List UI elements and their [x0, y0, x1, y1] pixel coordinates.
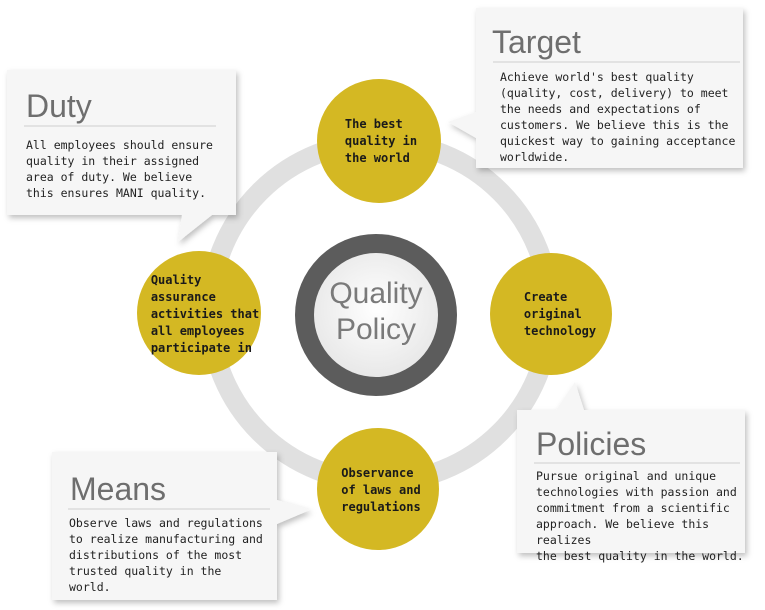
node-bottom-circle	[317, 428, 439, 550]
node-bottom: Observance of laws and regulations	[329, 457, 433, 523]
node-right: Create original technology	[510, 280, 610, 348]
node-bottom-line: of laws and	[341, 482, 421, 497]
node-left-line: activities that	[150, 306, 260, 321]
target-text: Achieve world's best quality (quality, c…	[500, 70, 736, 164]
means-title: Means	[70, 471, 167, 507]
duty-title: Duty	[26, 88, 92, 124]
node-left-line: Quality	[150, 272, 202, 287]
duty-callout-box	[7, 70, 236, 242]
policies-callout-box	[517, 382, 745, 553]
center-label: Quality Policy	[300, 276, 452, 348]
node-left-line: assurance	[150, 289, 216, 304]
node-top: The best quality in the world	[331, 98, 431, 184]
center-label-line1: Quality	[329, 277, 423, 310]
target-title: Target	[492, 24, 581, 60]
node-left: Quality assurance activities that all em…	[147, 270, 263, 358]
node-left-line: all employees	[150, 323, 245, 338]
node-bottom-line: Observance	[341, 465, 414, 480]
node-top-line: The best	[344, 116, 403, 131]
duty-text: All employees should ensure quality in t…	[26, 138, 213, 200]
node-right-circle	[490, 253, 612, 375]
center-disc-inner	[314, 253, 438, 377]
node-right-line: technology	[523, 323, 597, 338]
means-text: Observe laws and regulations to realize …	[69, 516, 263, 594]
node-right-line: original	[523, 306, 582, 321]
node-bottom-line: regulations	[341, 499, 421, 514]
node-right-line: Create	[523, 289, 568, 304]
means-callout-box	[52, 452, 310, 600]
target-callout-box	[448, 8, 743, 168]
policies-title: Policies	[536, 426, 647, 462]
node-top-line: quality in	[344, 133, 418, 148]
node-left-circle	[137, 251, 261, 375]
node-top-line: the world	[344, 150, 410, 165]
center-label-line2: Policy	[335, 313, 417, 346]
policies-text: Pursue original and unique technologies …	[536, 469, 744, 563]
node-top-circle	[317, 79, 441, 203]
node-left-line: participate in	[150, 340, 252, 355]
